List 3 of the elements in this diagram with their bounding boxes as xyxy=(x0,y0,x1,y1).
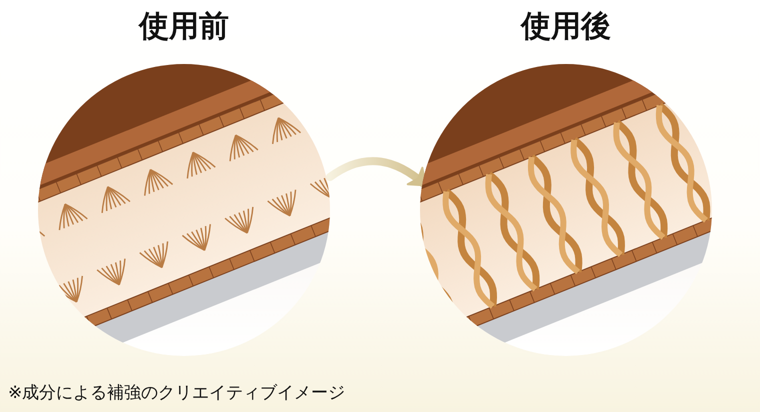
heading: 使用前 xyxy=(139,8,229,46)
footnote: ※成分による補強のクリエイティブイメージ xyxy=(8,382,346,404)
heading: 使用後 xyxy=(521,8,611,46)
